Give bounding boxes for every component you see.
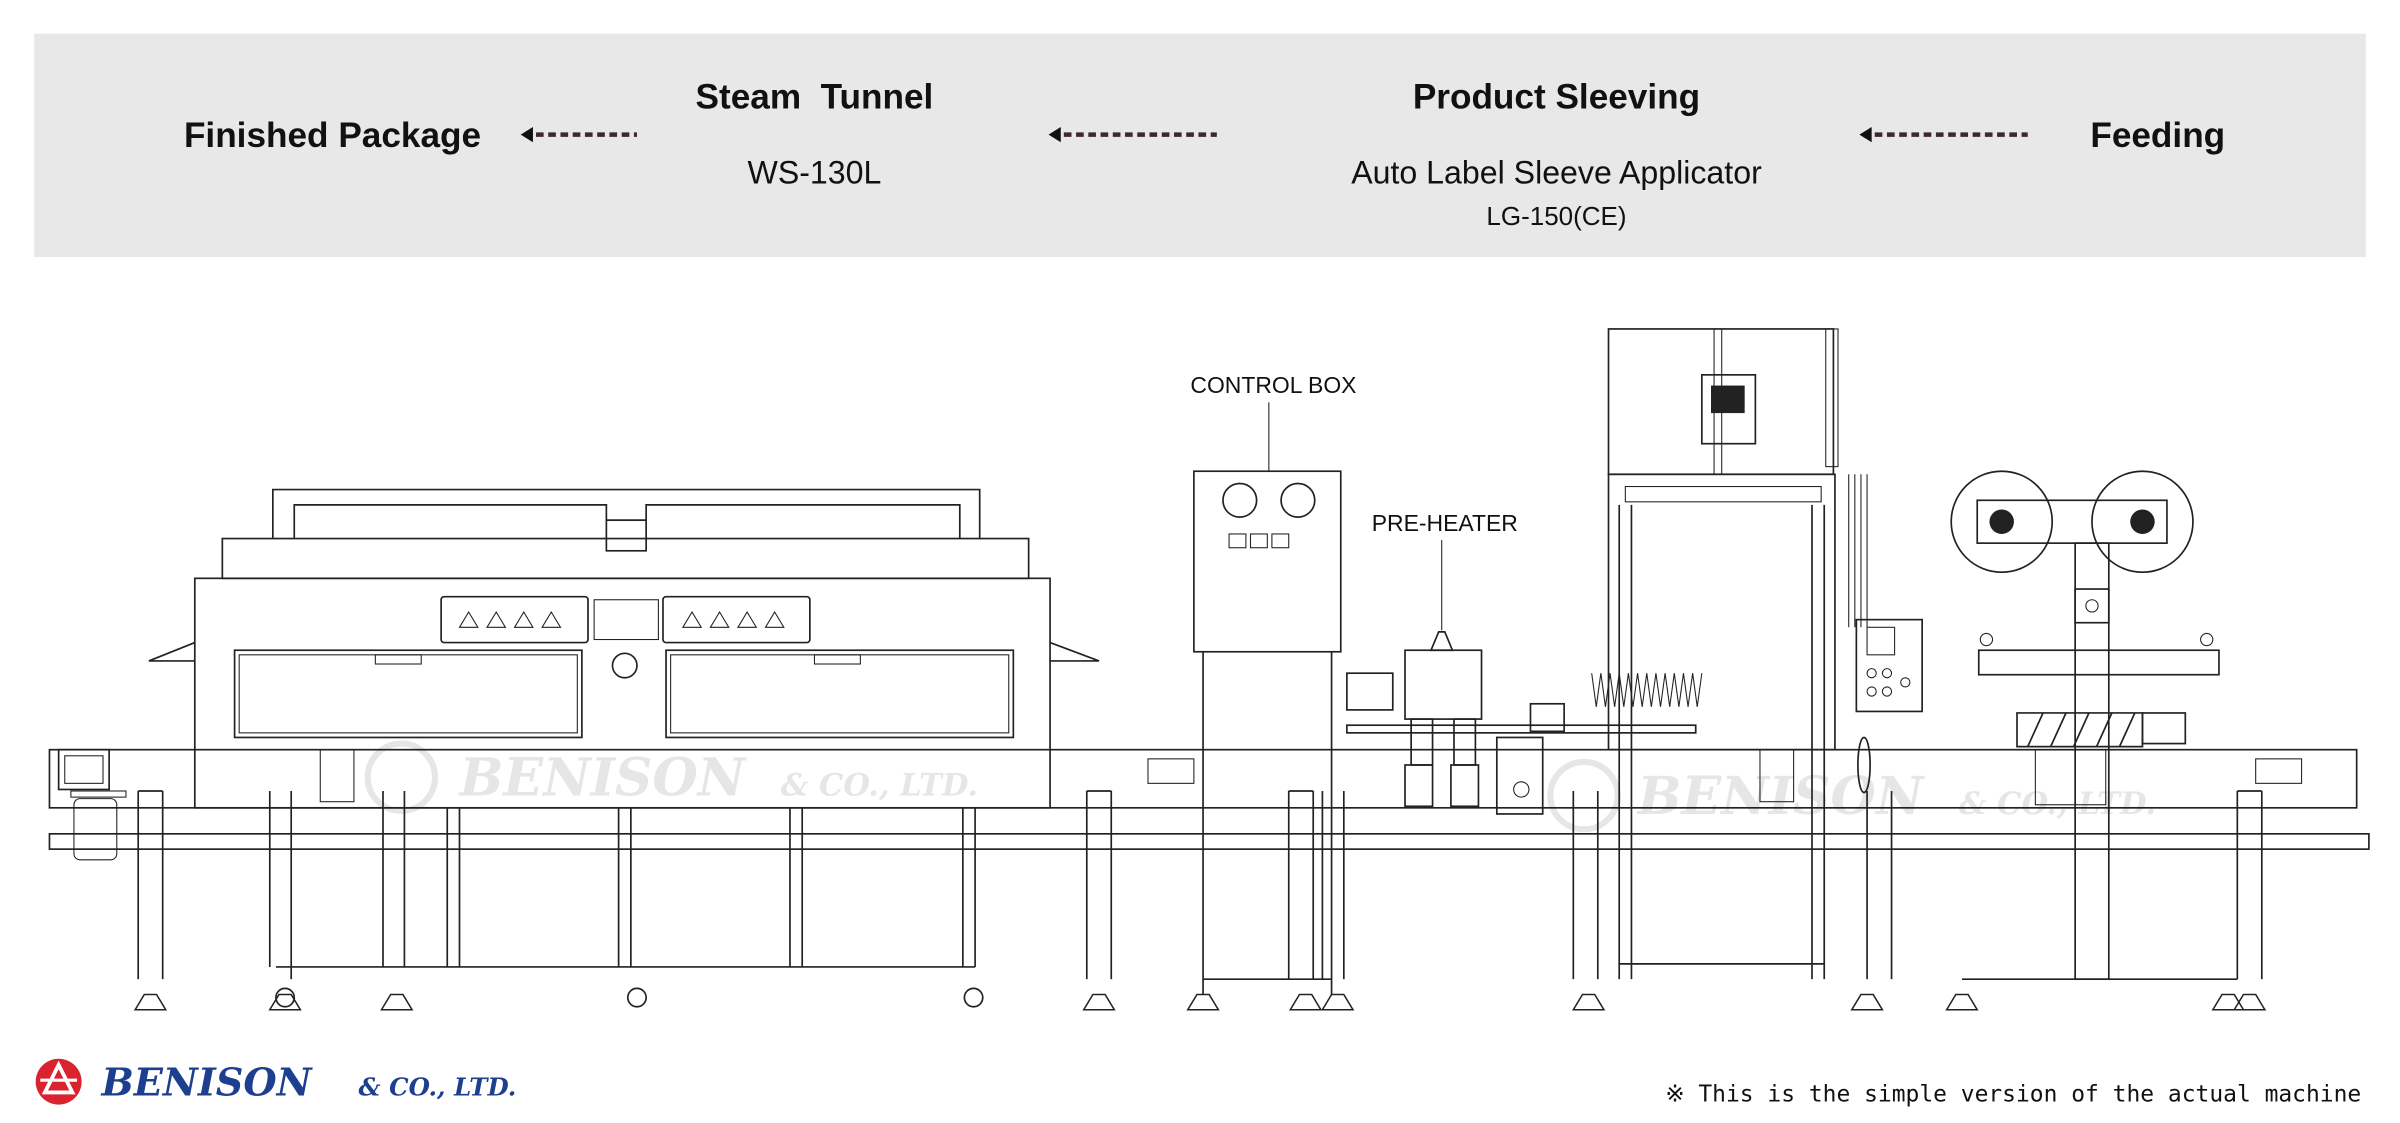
sleeve-applicator — [1571, 328, 1923, 1011]
logo-name: BENISON — [100, 1060, 313, 1105]
step-finished-package: Finished Package — [184, 116, 481, 155]
watermark-suffix: & CO., LTD. — [781, 768, 978, 804]
pre-heater — [1346, 631, 1703, 815]
callout-control-box: CONTROL BOX — [1190, 372, 1356, 398]
flow-arrow-icon — [520, 126, 637, 143]
watermark-name: BENISON — [1636, 766, 1926, 827]
step-product-sleeving: Product Sleeving — [1413, 78, 1700, 117]
process-flow-band — [34, 33, 2366, 258]
logo-suffix: & CO., LTD. — [359, 1072, 517, 1101]
steam-tunnel — [133, 488, 1116, 1011]
touch-panel — [1855, 618, 1923, 713]
step-steam-tunnel: Steam Tunnel — [696, 78, 934, 117]
watermark: BENISON & CO., LTD. — [364, 740, 978, 814]
flow-arrow-icon — [1048, 126, 1217, 143]
monitor-icon — [57, 748, 127, 861]
disclaimer-note: ※ This is the simple version of the actu… — [1665, 1082, 2361, 1108]
sleeving-machine-name: Auto Label Sleeve Applicator — [1351, 155, 1762, 191]
steam-tunnel-model: WS-130L — [748, 155, 882, 191]
watermark-suffix: & CO., LTD. — [1959, 786, 2156, 822]
flow-arrow-icon — [1859, 126, 2028, 143]
sleeving-model: LG-150(CE) — [1486, 201, 1626, 231]
watermark: BENISON & CO., LTD. — [1547, 758, 2156, 833]
step-feeding: Feeding — [2090, 116, 2225, 155]
watermark-name: BENISON — [457, 748, 747, 809]
control-box — [1186, 470, 1355, 1011]
feeding-unit — [1945, 470, 2267, 1011]
callout-pre-heater: PRE-HEATER — [1372, 510, 1518, 536]
benison-logo: BENISON & CO., LTD. — [35, 1058, 517, 1105]
